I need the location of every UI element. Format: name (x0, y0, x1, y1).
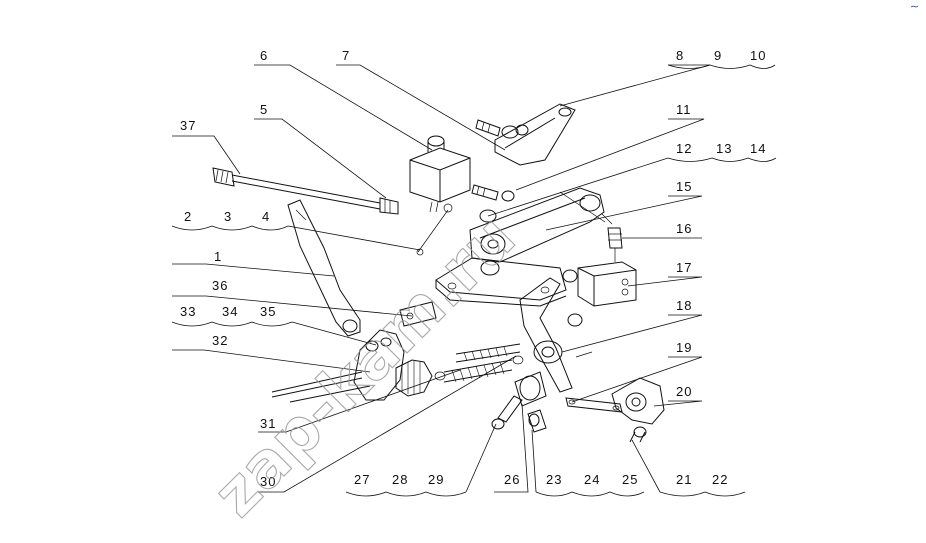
callout-27: 27 (354, 472, 370, 487)
part-small-plate (399, 301, 437, 327)
callout-30: 30 (260, 474, 276, 489)
callout-15: 15 (676, 179, 692, 194)
callout-26: 26 (504, 472, 520, 487)
callout-6: 6 (260, 48, 268, 63)
callout-23: 23 (546, 472, 562, 487)
callout-31: 31 (260, 416, 276, 431)
callout-1: 1 (214, 249, 222, 264)
callout-33: 33 (180, 304, 196, 319)
corner-mark: ∼ (910, 0, 919, 13)
callout-22: 22 (712, 472, 728, 487)
part-fittings (471, 184, 515, 223)
callout-19: 19 (676, 340, 692, 355)
part-valve-block (409, 135, 471, 213)
callout-24: 24 (584, 472, 600, 487)
callout-21: 21 (676, 472, 692, 487)
callout-5: 5 (260, 102, 268, 117)
callout-36: 36 (212, 278, 228, 293)
callout-labels: 1 2 3 4 5 6 7 8 9 10 11 12 13 14 15 16 1… (180, 48, 766, 489)
callout-25: 25 (622, 472, 638, 487)
callout-18: 18 (676, 298, 692, 313)
callout-3: 3 (224, 209, 232, 224)
part-rod (212, 167, 399, 215)
callout-32: 32 (212, 333, 228, 348)
callout-2: 2 (184, 209, 192, 224)
callout-35: 35 (260, 304, 276, 319)
callout-17: 17 (676, 260, 692, 275)
callout-11: 11 (676, 102, 692, 117)
callout-7: 7 (342, 48, 350, 63)
callout-13: 13 (716, 141, 732, 156)
part-long-plate (287, 199, 453, 337)
callout-8: 8 (676, 48, 684, 63)
callout-14: 14 (750, 141, 766, 156)
part-bushings (491, 371, 547, 433)
callout-4: 4 (262, 209, 270, 224)
callout-37: 37 (180, 118, 196, 133)
part-connector (607, 227, 623, 262)
part-pedal-bracket (611, 377, 665, 443)
callout-12: 12 (676, 141, 692, 156)
leader-lines (171, 64, 777, 497)
callout-20: 20 (676, 384, 692, 399)
part-brake-chamber (271, 329, 433, 403)
callout-28: 28 (392, 472, 408, 487)
part-pedal-lever (519, 277, 593, 393)
part-springs (434, 343, 524, 383)
callout-34: 34 (222, 304, 238, 319)
callout-10: 10 (750, 48, 766, 63)
callout-16: 16 (676, 221, 692, 236)
callout-29: 29 (428, 472, 444, 487)
part-cylinder (562, 261, 637, 307)
part-upper-bracket (475, 103, 576, 166)
parts-drawing (212, 103, 665, 443)
callout-9: 9 (714, 48, 722, 63)
